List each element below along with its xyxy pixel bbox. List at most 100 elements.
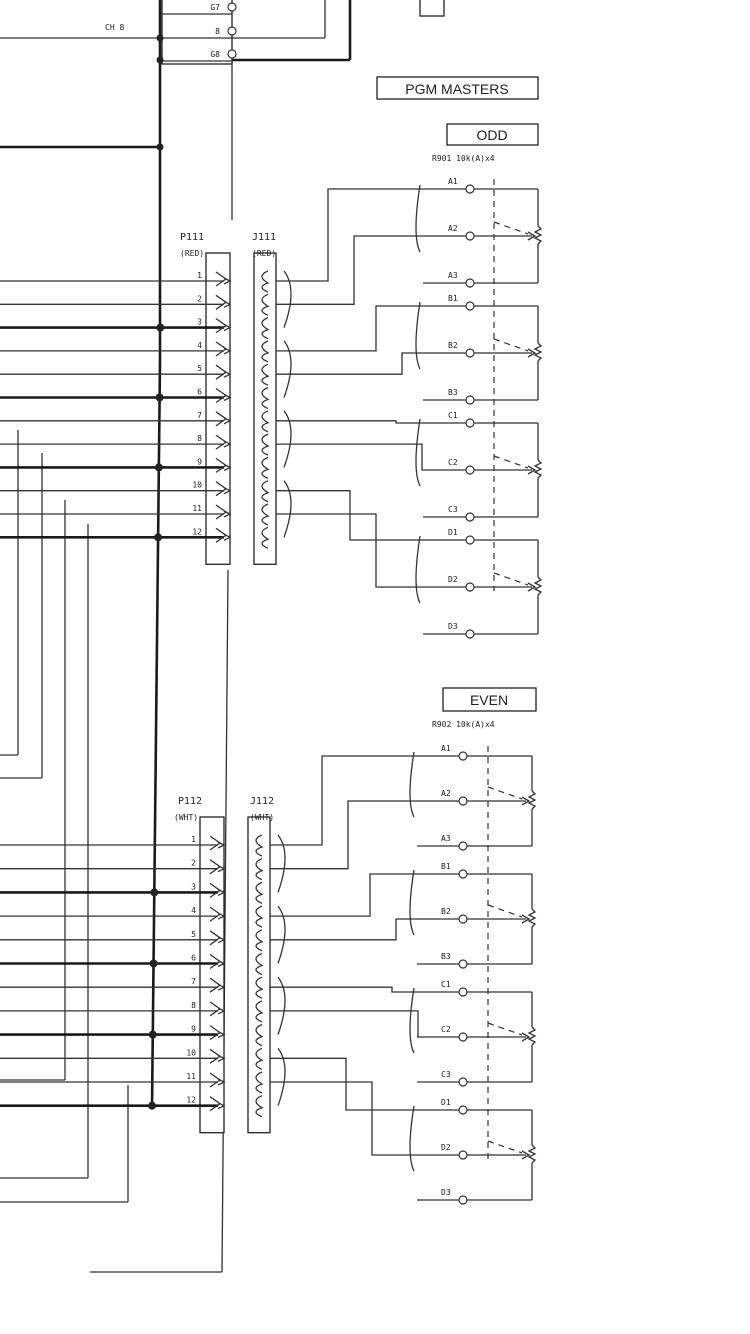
gang-link	[487, 1022, 523, 1036]
junction-dot	[154, 533, 163, 542]
pot-terminal	[458, 987, 468, 997]
top-terminal-circle	[227, 26, 237, 36]
junction-dot	[156, 56, 164, 64]
jack-shield-loop	[277, 905, 286, 964]
pin-arrow	[217, 841, 226, 849]
shield-loop	[409, 869, 415, 936]
pot-terminal	[465, 348, 475, 358]
odd-plug-color: (RED)	[180, 249, 204, 258]
jack-contact-curl	[261, 480, 270, 503]
pin-arrow	[217, 1007, 226, 1015]
even-title: EVEN	[470, 692, 508, 708]
jack-shield-loop	[283, 410, 292, 468]
pin-arrow	[217, 1078, 226, 1086]
pot-terminal	[465, 418, 475, 428]
even-plug-color: (WHT)	[174, 813, 198, 822]
connector-pin-number: 10	[186, 1048, 196, 1057]
pot-wiper-arrow	[527, 465, 537, 475]
pot-terminal	[465, 231, 475, 241]
junction-dot	[149, 959, 158, 968]
jack-contact-curl	[261, 433, 270, 456]
top-terminal-circle	[227, 49, 237, 59]
connector-pin-number: 5	[191, 930, 196, 939]
pin-arrow	[217, 888, 226, 896]
route-wire	[276, 420, 423, 424]
jack-contact-curl	[261, 456, 270, 479]
connector-pin-number: 4	[191, 906, 196, 915]
pot-terminal-label: A3	[441, 834, 451, 843]
jack-contact-curl	[255, 1095, 264, 1118]
connector-pin-number: 6	[197, 388, 202, 397]
junction-dot	[156, 143, 164, 151]
jack-contact-curl	[261, 386, 270, 410]
gang-link	[493, 572, 529, 586]
jack-body	[247, 816, 271, 1134]
pot-terminal	[458, 1077, 468, 1087]
pot-terminal-label: D3	[441, 1188, 451, 1197]
top-terminal-circle	[227, 2, 237, 12]
pot-wiper-arrow	[527, 582, 537, 592]
pot-terminal	[465, 512, 475, 522]
pot-terminal	[458, 1195, 468, 1205]
junction-dot	[150, 888, 159, 897]
pin-arrow	[217, 1054, 226, 1062]
pot-terminal-label: C1	[448, 411, 458, 420]
connector-pin-number: 3	[197, 318, 202, 327]
jack-contact-curl	[255, 834, 264, 857]
pot-terminal	[458, 1150, 468, 1160]
jack-contact-curl	[255, 1000, 264, 1023]
jack-contact-curl	[255, 1071, 264, 1094]
jack-shield-loop	[283, 270, 292, 328]
pot-terminal	[458, 796, 468, 806]
connector-pin-number: 2	[191, 859, 196, 868]
pin-arrow	[223, 487, 232, 495]
left-feed-wires	[0, 430, 129, 1203]
shield-loop	[409, 987, 415, 1054]
pot-zigzag	[533, 342, 543, 362]
gang-link	[493, 221, 529, 235]
jack-contact-curl	[255, 929, 264, 952]
jack-contact-curl	[255, 976, 264, 999]
odd-header: ODD R901 10k(A)x4 P111 (RED) J111 (RED)	[180, 123, 539, 258]
jack-body	[253, 252, 277, 565]
route-wire	[276, 235, 423, 305]
jack-contact-curl	[261, 270, 270, 293]
pot-terminal	[458, 1105, 468, 1115]
even-jack-color: (WHT)	[250, 813, 274, 822]
odd-plug-label: P111	[180, 232, 204, 243]
pot-terminal-label: D3	[448, 622, 458, 631]
pot-zigzag	[533, 459, 543, 479]
pin-arrow	[223, 324, 232, 332]
connector-pin-number: 9	[191, 1025, 196, 1034]
pot-terminal-label: C3	[448, 505, 458, 514]
shield-loop	[415, 535, 421, 604]
pot-wiper-arrow	[527, 348, 537, 358]
route-wire	[270, 1010, 419, 1038]
pot-terminal-label: D2	[441, 1143, 451, 1152]
connector-pin-number: 12	[186, 1096, 196, 1105]
pot-zigzag	[527, 790, 537, 810]
pot-terminal-label: B2	[441, 907, 451, 916]
route-wire	[276, 188, 423, 282]
connector-pin-number: 11	[186, 1072, 196, 1081]
pot-terminal-label: A2	[448, 224, 458, 233]
pot-terminal-label: C1	[441, 980, 451, 989]
pot-terminal-label: D1	[448, 528, 458, 537]
pin-arrow	[223, 277, 232, 285]
pot-terminal	[458, 1032, 468, 1042]
gang-link	[493, 455, 529, 469]
pot-terminal-label: D1	[441, 1098, 451, 1107]
odd-jack-label: J111	[252, 232, 276, 243]
pot-terminal	[458, 869, 468, 879]
pot-zigzag	[527, 1026, 537, 1046]
pot-terminal-label: A2	[441, 789, 451, 798]
pot-wiper-arrow	[521, 1150, 531, 1160]
shield-loop	[415, 418, 421, 487]
junction-dot	[148, 1030, 157, 1039]
jack-shield-loop	[283, 340, 292, 398]
jack-contact-curl	[255, 952, 264, 976]
pin-arrow	[223, 370, 232, 378]
junction-dot	[156, 323, 165, 332]
